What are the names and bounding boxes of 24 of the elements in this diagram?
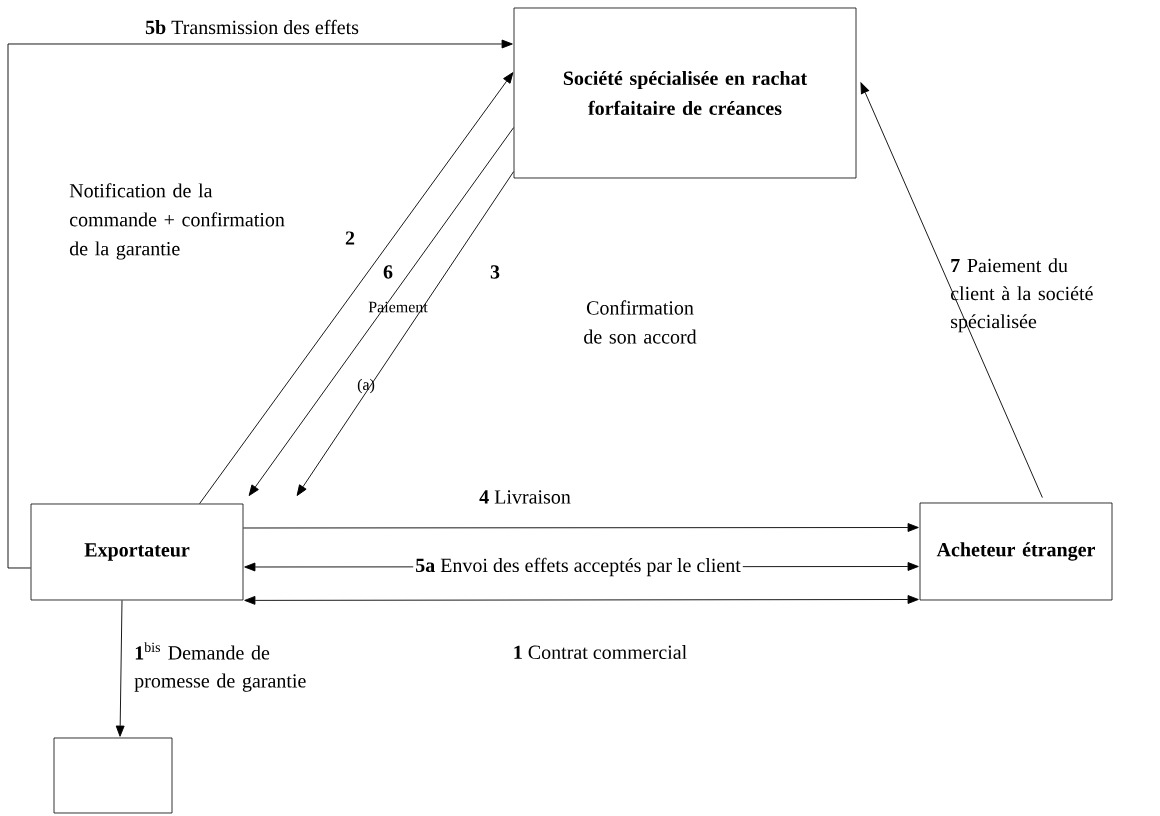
arrow [248,127,515,496]
edge-label: 7 Paiement du client à la société spécialisée [950,258,1093,333]
arrow [199,72,514,505]
arrow [7,39,513,569]
edge-label: 2 [345,231,355,245]
arrow [242,523,919,532]
arrow [860,82,1043,499]
edge-label: 5a Envoi des effets acceptés par le client [413,555,743,579]
annotation-text: (a) [357,378,375,394]
buyer-box: Acheteur étranger [919,502,1113,601]
edge-label: 4 Livraison [479,490,571,504]
exporter-box: Exportateur [30,503,244,601]
edge-label: 6 [383,265,393,279]
annotation-text: Confirmation de son accord [584,300,697,344]
arrow [296,171,515,496]
annotation-text: Notification de la commande + confirmation de la garantie [69,183,285,260]
company-box: Société spécialisée en rachat forfaitaire de créances [513,7,857,179]
edge-label: 1$^{bis}$ Demande de promesse de garantie [134,642,306,692]
arrow [115,599,125,737]
edge-label: 3 [490,265,500,279]
box [53,737,173,814]
edge-label: 1 Contrat commercial [514,644,687,660]
arrow [244,595,919,605]
edge-label: 5b Transmission des effets [145,19,359,35]
